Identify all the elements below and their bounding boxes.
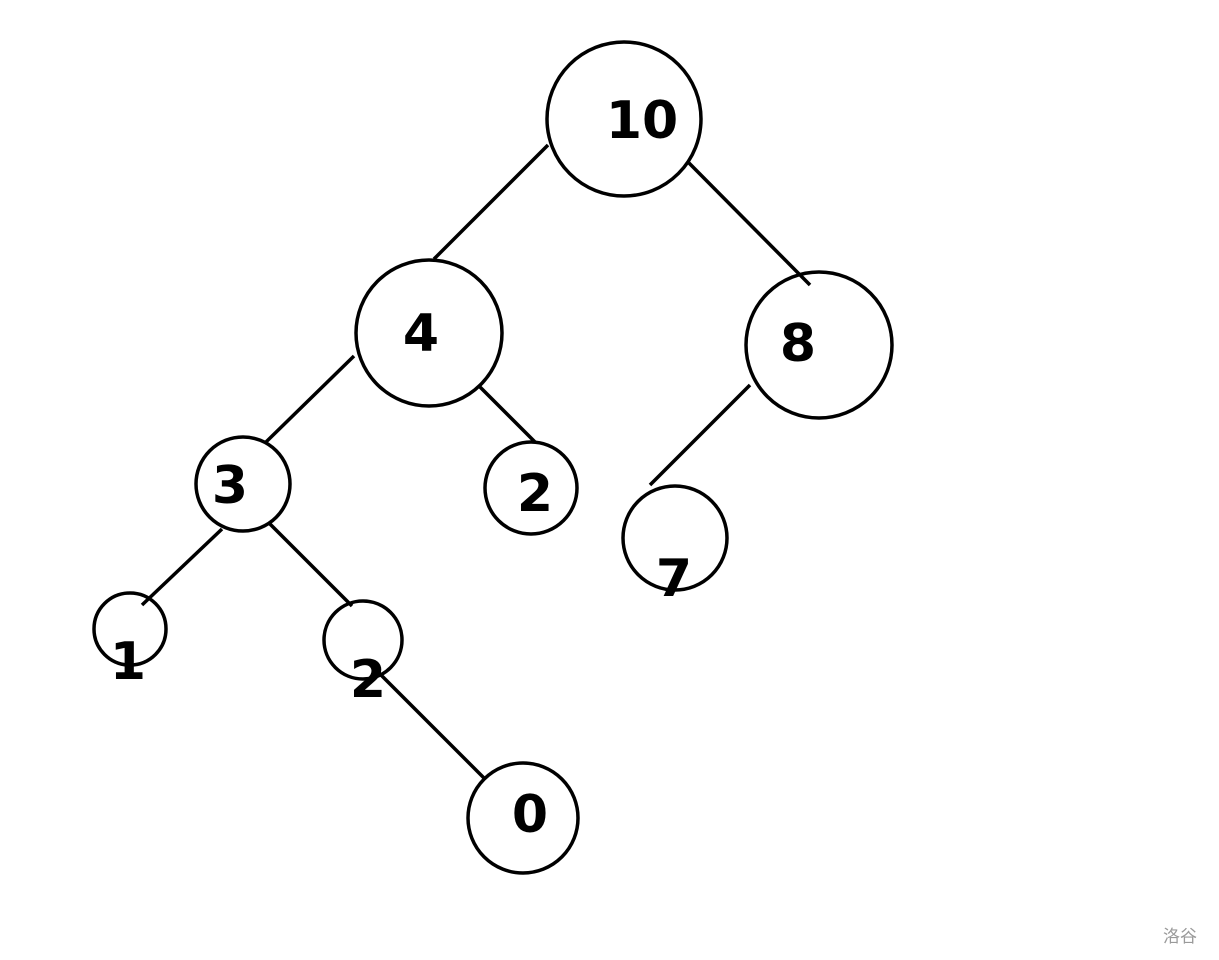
node-circle	[483, 440, 579, 536]
edge-n3-n7	[268, 522, 354, 608]
node-circle	[744, 270, 894, 420]
tree-node: 2	[483, 440, 579, 536]
node-label: 0	[512, 785, 548, 845]
node-circle	[322, 599, 404, 681]
tree-node: 3	[194, 435, 292, 533]
node-circle	[194, 435, 292, 533]
node-label: 2	[350, 650, 386, 710]
node-circle	[92, 591, 168, 667]
edge-n1-n3	[264, 354, 356, 444]
edge-n3-n6	[140, 527, 224, 607]
watermark: 洛谷	[1163, 927, 1197, 947]
node-label: 3	[212, 456, 248, 516]
tree-node: 1	[92, 591, 168, 692]
tree-node: 10	[545, 40, 703, 198]
tree-node: 2	[322, 599, 404, 710]
tree-node: 4	[354, 258, 504, 408]
tree-node: 8	[744, 270, 894, 420]
tree-node: 0	[466, 761, 580, 875]
node-label: 7	[656, 549, 692, 609]
edge-n7-n8	[376, 670, 487, 781]
node-circle	[466, 761, 580, 875]
node-label: 2	[517, 464, 553, 524]
edge-n0-n1	[432, 143, 550, 261]
node-circle	[354, 258, 504, 408]
node-label: 8	[780, 314, 816, 374]
node-label: 10	[606, 91, 678, 151]
node-label: 4	[403, 304, 439, 364]
edge-n1-n4	[477, 384, 537, 444]
node-circle	[545, 40, 703, 198]
edge-n0-n2	[687, 161, 812, 287]
node-label: 1	[110, 632, 146, 692]
edge-n2-n5	[648, 383, 752, 487]
tree-node: 7	[621, 484, 729, 609]
node-circle	[621, 484, 729, 592]
